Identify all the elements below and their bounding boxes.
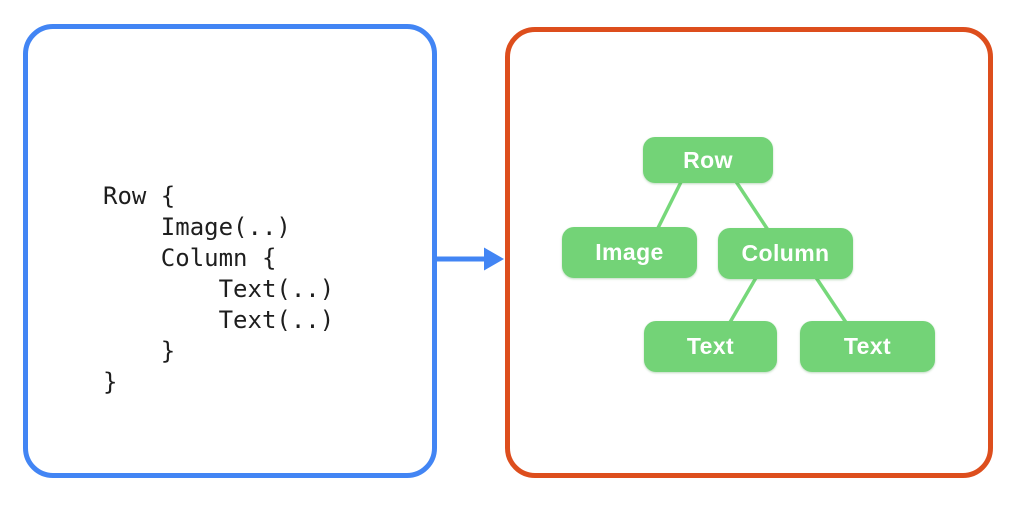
- arrow-right-icon: [436, 247, 504, 271]
- code-snippet: Row { Image(..) Column { Text(..) Text(.…: [103, 181, 334, 398]
- tree-node-label: Image: [595, 239, 664, 265]
- code-line: }: [103, 337, 176, 365]
- tree-node-text-2: Text: [800, 321, 935, 372]
- tree-node-label: Row: [683, 146, 733, 173]
- tree-node-label: Text: [686, 333, 735, 359]
- tree-node-text-1: Text: [644, 321, 777, 372]
- tree-node-image: Image: [562, 227, 697, 278]
- code-line: Text(..): [103, 306, 335, 334]
- code-line: Column {: [103, 244, 277, 272]
- tree-node-row: Row: [643, 137, 773, 183]
- tree-node-label: Text: [843, 333, 892, 359]
- code-line: Row {: [103, 182, 176, 210]
- code-panel: [23, 24, 437, 478]
- code-line: Image(..): [103, 213, 291, 241]
- code-line: }: [103, 368, 118, 396]
- tree-node-label: Column: [741, 240, 830, 266]
- tree-node-column: Column: [718, 228, 853, 279]
- code-line: Text(..): [103, 275, 335, 303]
